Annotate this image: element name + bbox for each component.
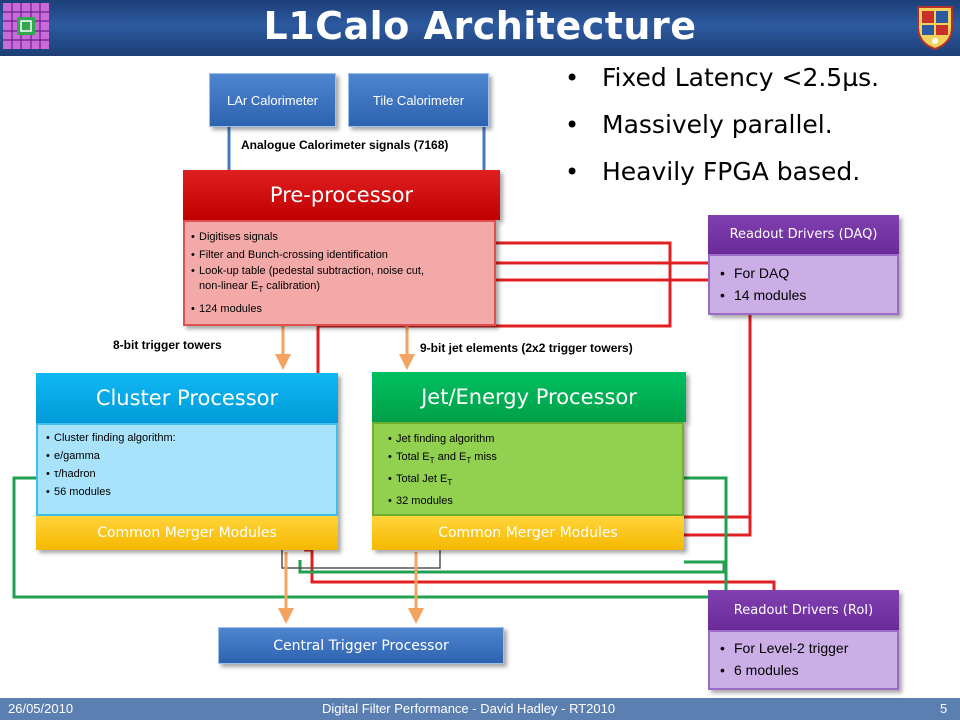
list-item: Filter and Bunch-crossing identification — [191, 246, 488, 264]
list-item: Jet finding algorithm — [388, 430, 676, 448]
rod-roi-body: For Level-2 trigger 6 modules — [708, 630, 899, 690]
cluster-common-merger-modules: Common Merger Modules — [36, 516, 338, 550]
lar-calorimeter-box: LAr Calorimeter — [209, 73, 336, 127]
rod-daq-body: For DAQ 14 modules — [708, 254, 899, 315]
jet-common-merger-modules: Common Merger Modules — [372, 516, 684, 550]
list-item: 32 modules — [388, 492, 676, 510]
footer-date: 26/05/2010 — [8, 701, 74, 716]
list-item: e/gamma — [46, 447, 330, 465]
list-item: For DAQ — [720, 262, 891, 284]
jet-energy-processor-body: Jet finding algorithm Total ET and ET mi… — [372, 422, 684, 516]
footer-page-number: 5 — [940, 701, 948, 716]
footer-title: Digital Filter Performance - David Hadle… — [322, 701, 616, 716]
slide-title: L1Calo Architecture — [263, 4, 697, 48]
jet-energy-processor-header: Jet/Energy Processor — [372, 372, 686, 422]
title-bar — [0, 0, 960, 56]
footer-bar: 26/05/2010 Digital Filter Performance - … — [0, 698, 960, 720]
l1calo-logo-icon — [3, 3, 49, 49]
cluster-processor-header: Cluster Processor — [36, 373, 338, 423]
tile-calorimeter-box: Tile Calorimeter — [348, 73, 489, 127]
key-points-list: Fixed Latency <2.5µs. Massively parallel… — [565, 58, 879, 199]
preprocessor-body: Digitises signals Filter and Bunch-cross… — [183, 220, 496, 326]
central-trigger-processor-box: Central Trigger Processor — [218, 627, 504, 664]
preprocessor-title: Pre-processor — [269, 183, 414, 207]
list-item: Look-up table (pedestal subtraction, noi… — [191, 264, 488, 297]
cluster-items: Cluster finding algorithm: e/gamma τ/had… — [46, 429, 330, 501]
list-item: 14 modules — [720, 284, 891, 306]
rod-daq-header: Readout Drivers (DAQ) — [708, 215, 899, 254]
jet-elements-label: 9-bit jet elements (2x2 trigger towers) — [420, 341, 633, 355]
jet-energy-processor-title: Jet/Energy Processor — [421, 385, 637, 409]
university-crest-icon — [917, 6, 953, 51]
preprocessor-header: Pre-processor — [183, 170, 500, 220]
analogue-signals-label: Analogue Calorimeter signals (7168) — [241, 138, 449, 152]
list-item: Cluster finding algorithm: — [46, 429, 330, 447]
cluster-processor-body: Cluster finding algorithm: e/gamma τ/had… — [36, 423, 338, 516]
key-point: Heavily FPGA based. — [565, 152, 879, 199]
list-item: Digitises signals — [191, 228, 488, 246]
rod-roi-header: Readout Drivers (RoI) — [708, 590, 899, 630]
list-item: 6 modules — [720, 659, 891, 681]
key-point: Fixed Latency <2.5µs. — [565, 58, 879, 105]
jet-items: Jet finding algorithm Total ET and ET mi… — [388, 430, 676, 510]
cluster-processor-title: Cluster Processor — [95, 386, 279, 410]
list-item: 124 modules — [191, 300, 488, 318]
list-item: τ/hadron — [46, 465, 330, 483]
key-point: Massively parallel. — [565, 105, 879, 152]
trigger-towers-label: 8-bit trigger towers — [113, 338, 222, 352]
rod-daq-items: For DAQ 14 modules — [720, 262, 891, 306]
list-item: Total ET and ET miss — [388, 448, 676, 470]
list-item: 56 modules — [46, 483, 330, 501]
list-item: Total Jet ET — [388, 470, 676, 492]
rod-roi-items: For Level-2 trigger 6 modules — [720, 637, 891, 681]
preprocessor-items: Digitises signals Filter and Bunch-cross… — [191, 228, 488, 318]
list-item: For Level-2 trigger — [720, 637, 891, 659]
